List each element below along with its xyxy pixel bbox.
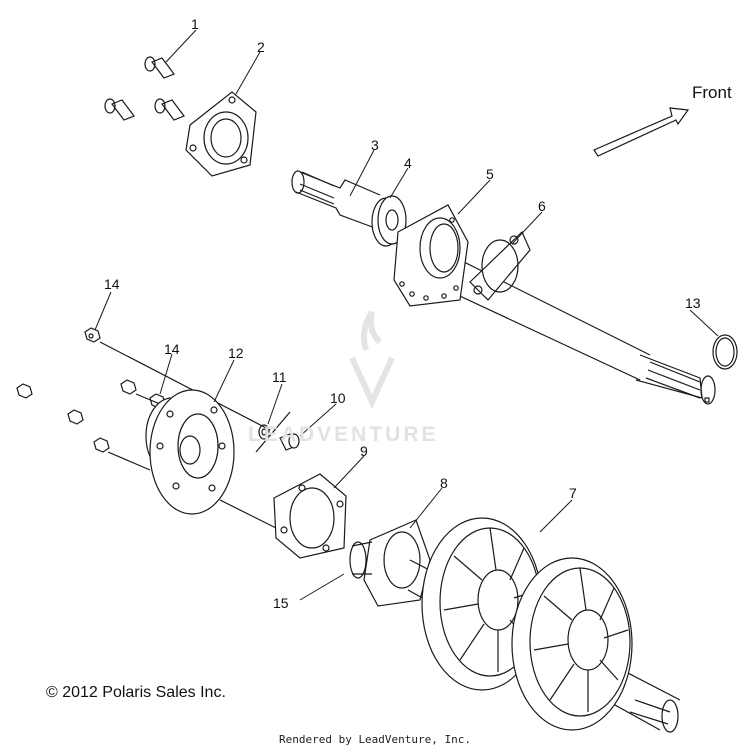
part-9-gasket-plate — [273, 473, 347, 559]
part-10-plug — [279, 433, 300, 451]
callout-3: 3 — [371, 137, 379, 153]
callout-9: 9 — [360, 443, 368, 459]
callout-14-upper: 14 — [104, 276, 120, 292]
rendered-by-footer: Rendered by LeadVenture, Inc. — [278, 733, 472, 746]
callout-7: 7 — [569, 485, 577, 501]
part-11-washer — [255, 411, 291, 453]
callout-2: 2 — [257, 39, 265, 55]
part-1-screws — [104, 56, 185, 121]
part-7-drive-sprocket — [407, 517, 681, 733]
leader-lines — [94, 29, 719, 601]
callout-14-lower: 14 — [164, 341, 180, 357]
part-6-gasket — [469, 230, 531, 301]
part-12-flanged-hub — [145, 389, 301, 541]
part-5-bearing-flange — [393, 204, 469, 307]
front-arrow — [593, 107, 690, 157]
part-13-o-ring — [712, 334, 738, 370]
part-2-flange-plate — [185, 91, 257, 177]
callout-12: 12 — [228, 345, 244, 361]
front-direction-label: Front — [692, 83, 732, 102]
callout-15: 15 — [273, 595, 289, 611]
callout-11: 11 — [272, 369, 287, 385]
callout-6: 6 — [538, 198, 546, 214]
watermark-logo — [349, 310, 395, 410]
callout-4: 4 — [404, 155, 412, 171]
callout-10: 10 — [330, 390, 346, 406]
callout-13: 13 — [685, 295, 701, 311]
watermark-text: LEADVENTURE — [248, 423, 439, 446]
callout-8: 8 — [440, 475, 448, 491]
part-8-bearing-housing — [349, 519, 431, 607]
callout-1: 1 — [191, 16, 199, 32]
callout-5: 5 — [486, 166, 494, 182]
copyright-notice: © 2012 Polaris Sales Inc. — [46, 684, 226, 701]
